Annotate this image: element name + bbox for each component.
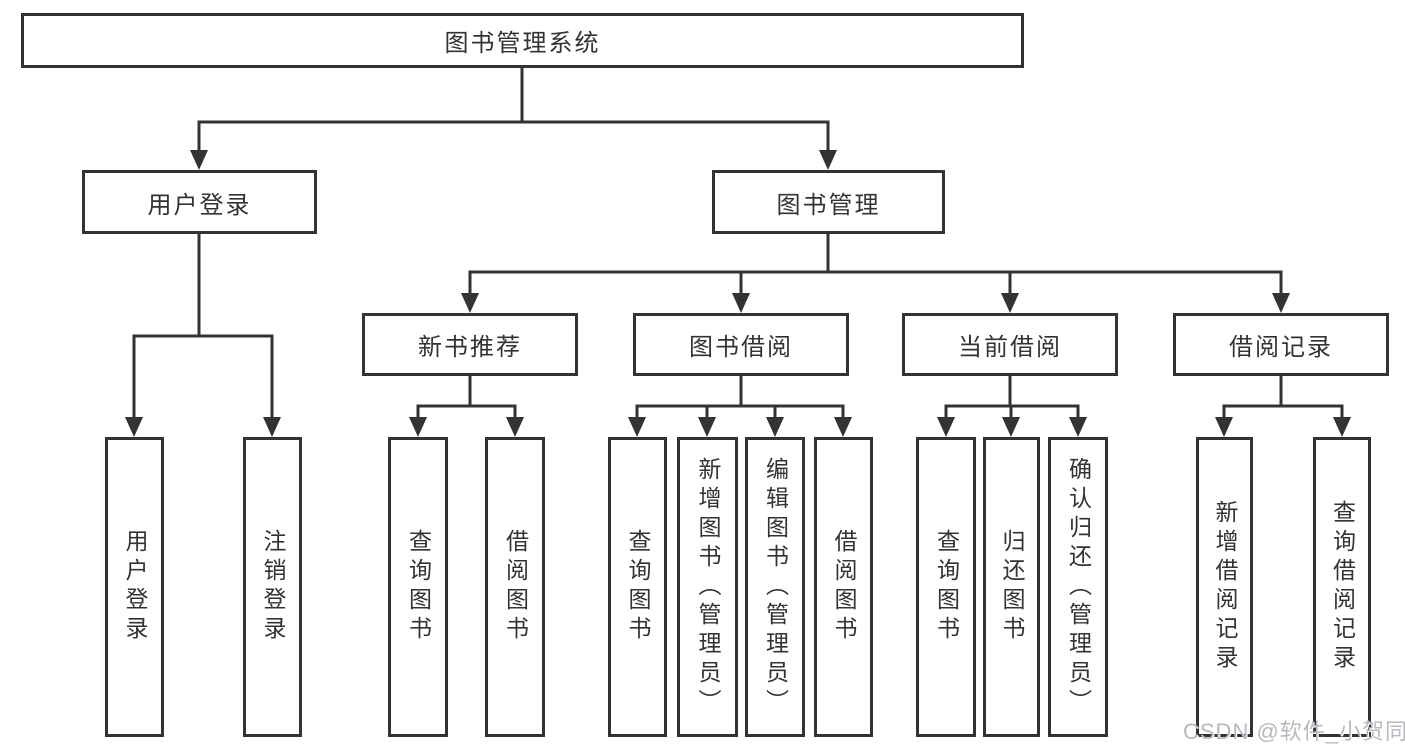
node-label: 查询图书 bbox=[405, 529, 432, 645]
node-label: 新增图书（管理员） bbox=[695, 456, 721, 718]
leaf-cb-return-books: 归还图书 bbox=[983, 437, 1040, 737]
node-label: 新书推荐 bbox=[418, 334, 522, 361]
leaf-cb-confirm-return-admin: 确认归还（管理员） bbox=[1048, 437, 1108, 737]
node-new-book-recommend: 新书推荐 bbox=[362, 313, 578, 376]
leaf-nbr-query-books: 查询图书 bbox=[388, 437, 448, 737]
node-user-login: 用户登录 bbox=[82, 170, 317, 234]
leaf-bb-edit-books-admin: 编辑图书（管理员） bbox=[745, 437, 805, 737]
leaf-user-login: 用户登录 bbox=[105, 437, 164, 737]
node-label: 查询图书 bbox=[625, 529, 651, 645]
node-label: 用户登录 bbox=[122, 529, 148, 645]
node-label: 借阅图书 bbox=[502, 529, 529, 645]
node-book-management: 图书管理 bbox=[712, 170, 945, 234]
csdn-watermark: CSDN @软件_小贺同学 bbox=[1183, 719, 1405, 744]
edge-lines bbox=[132, 66, 1344, 423]
leaf-logout: 注销登录 bbox=[243, 437, 302, 737]
node-label: 查询图书 bbox=[933, 529, 960, 645]
node-label: 归还图书 bbox=[999, 529, 1025, 645]
leaf-nbr-borrow-books: 借阅图书 bbox=[485, 437, 545, 737]
node-book-borrow: 图书借阅 bbox=[633, 313, 849, 376]
node-label: 图书管理 bbox=[776, 191, 881, 219]
node-current-borrow: 当前借阅 bbox=[902, 313, 1118, 376]
leaf-bb-query-books: 查询图书 bbox=[608, 437, 667, 737]
node-label: 借阅记录 bbox=[1229, 334, 1333, 361]
leaf-cb-query-books: 查询图书 bbox=[916, 437, 976, 737]
node-label: 用户登录 bbox=[147, 191, 252, 219]
node-label: 查询借阅记录 bbox=[1329, 500, 1356, 674]
node-label: 借阅图书 bbox=[831, 529, 857, 645]
node-label: 编辑图书（管理员） bbox=[762, 456, 789, 718]
leaf-br-query-record: 查询借阅记录 bbox=[1313, 437, 1371, 737]
node-label: 注销登录 bbox=[260, 529, 286, 645]
node-label: 图书管理系统 bbox=[444, 30, 601, 57]
leaf-bb-borrow-books: 借阅图书 bbox=[814, 437, 873, 737]
leaf-br-add-record: 新增借阅记录 bbox=[1196, 437, 1253, 737]
node-label: 确认归还（管理员） bbox=[1065, 456, 1092, 718]
node-borrow-records: 借阅记录 bbox=[1173, 313, 1389, 376]
node-label: 当前借阅 bbox=[958, 334, 1062, 361]
edge-arrowheads bbox=[125, 150, 1351, 437]
node-library-management-system: 图书管理系统 bbox=[21, 13, 1024, 68]
node-label: 图书借阅 bbox=[689, 334, 793, 361]
leaf-bb-add-books-admin: 新增图书（管理员） bbox=[677, 437, 738, 737]
node-label: 新增借阅记录 bbox=[1212, 500, 1238, 674]
